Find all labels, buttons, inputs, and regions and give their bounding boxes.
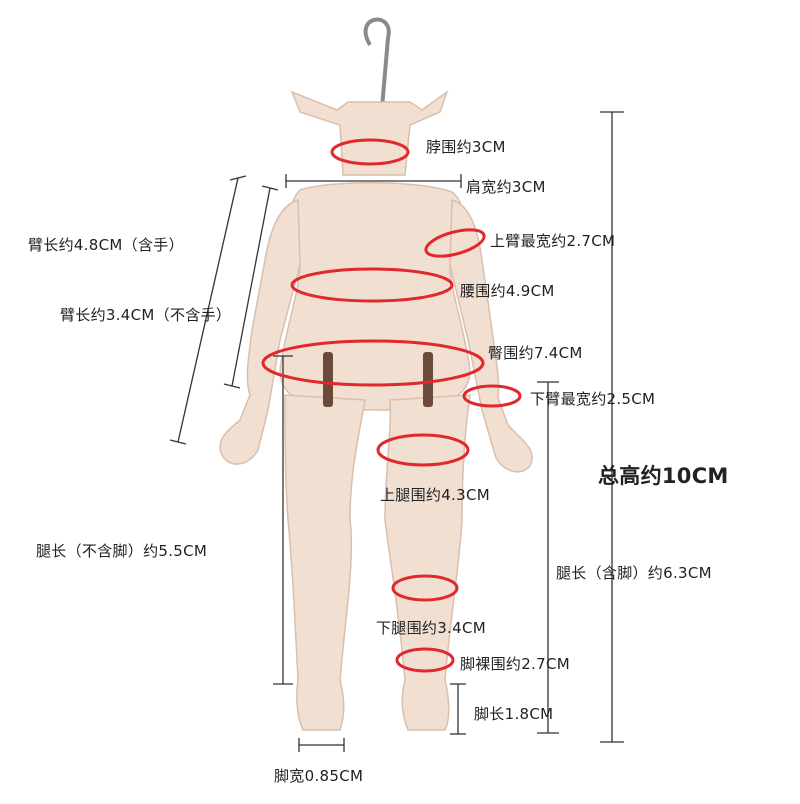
leg-no-foot-label: 腿长（不含脚）约5.5CM [36,542,208,560]
forearm-ring [462,384,522,408]
doll-right-arm [449,199,533,473]
waist-label: 腰围约4.9CM [460,282,555,300]
upper-arm-label: 上臂最宽约2.7CM [490,232,616,250]
doll-neck-stand [290,89,449,176]
waist-ring [290,267,454,303]
hip-joint-slot-left [323,352,333,407]
calf-label: 下腿围约3.4CM [376,619,486,637]
leg-with-foot-label: 腿长（含脚）约6.3CM [556,564,712,582]
foot-width-label: 脚宽0.85CM [274,767,364,785]
hip-label: 臀围约7.4CM [488,344,583,362]
ankle-ring [395,647,455,673]
arm-no-hand-label: 臂长约3.4CM（不含手） [60,306,232,324]
thigh-ring [376,433,470,467]
hanger-hook-icon [363,17,391,109]
neck-label: 脖围约3CM [426,138,506,156]
doll-left-leg [284,394,366,731]
doll-right-leg [384,394,471,731]
shoulder-label: 肩宽约3CM [466,178,546,196]
dimension-lines [169,111,624,752]
ankle-label: 脚裸围约2.7CM [460,655,570,673]
thigh-label: 上腿围约4.3CM [380,486,490,504]
calf-ring [391,574,459,602]
hip-joint-slot-right [423,352,433,407]
hip-ring [261,339,485,387]
doll-torso [279,181,471,411]
foot-length-label: 脚长1.8CM [474,705,554,723]
doll-left-arm [219,199,301,465]
arm-with-hand-label: 臂长约4.8CM（含手） [28,236,184,254]
measurement-rings [261,138,522,673]
forearm-label: 下臂最宽约2.5CM [530,390,656,408]
neck-ring [330,138,410,166]
total-height-label: 总高约10CM [598,464,729,488]
upper-arm-ring [424,228,486,258]
